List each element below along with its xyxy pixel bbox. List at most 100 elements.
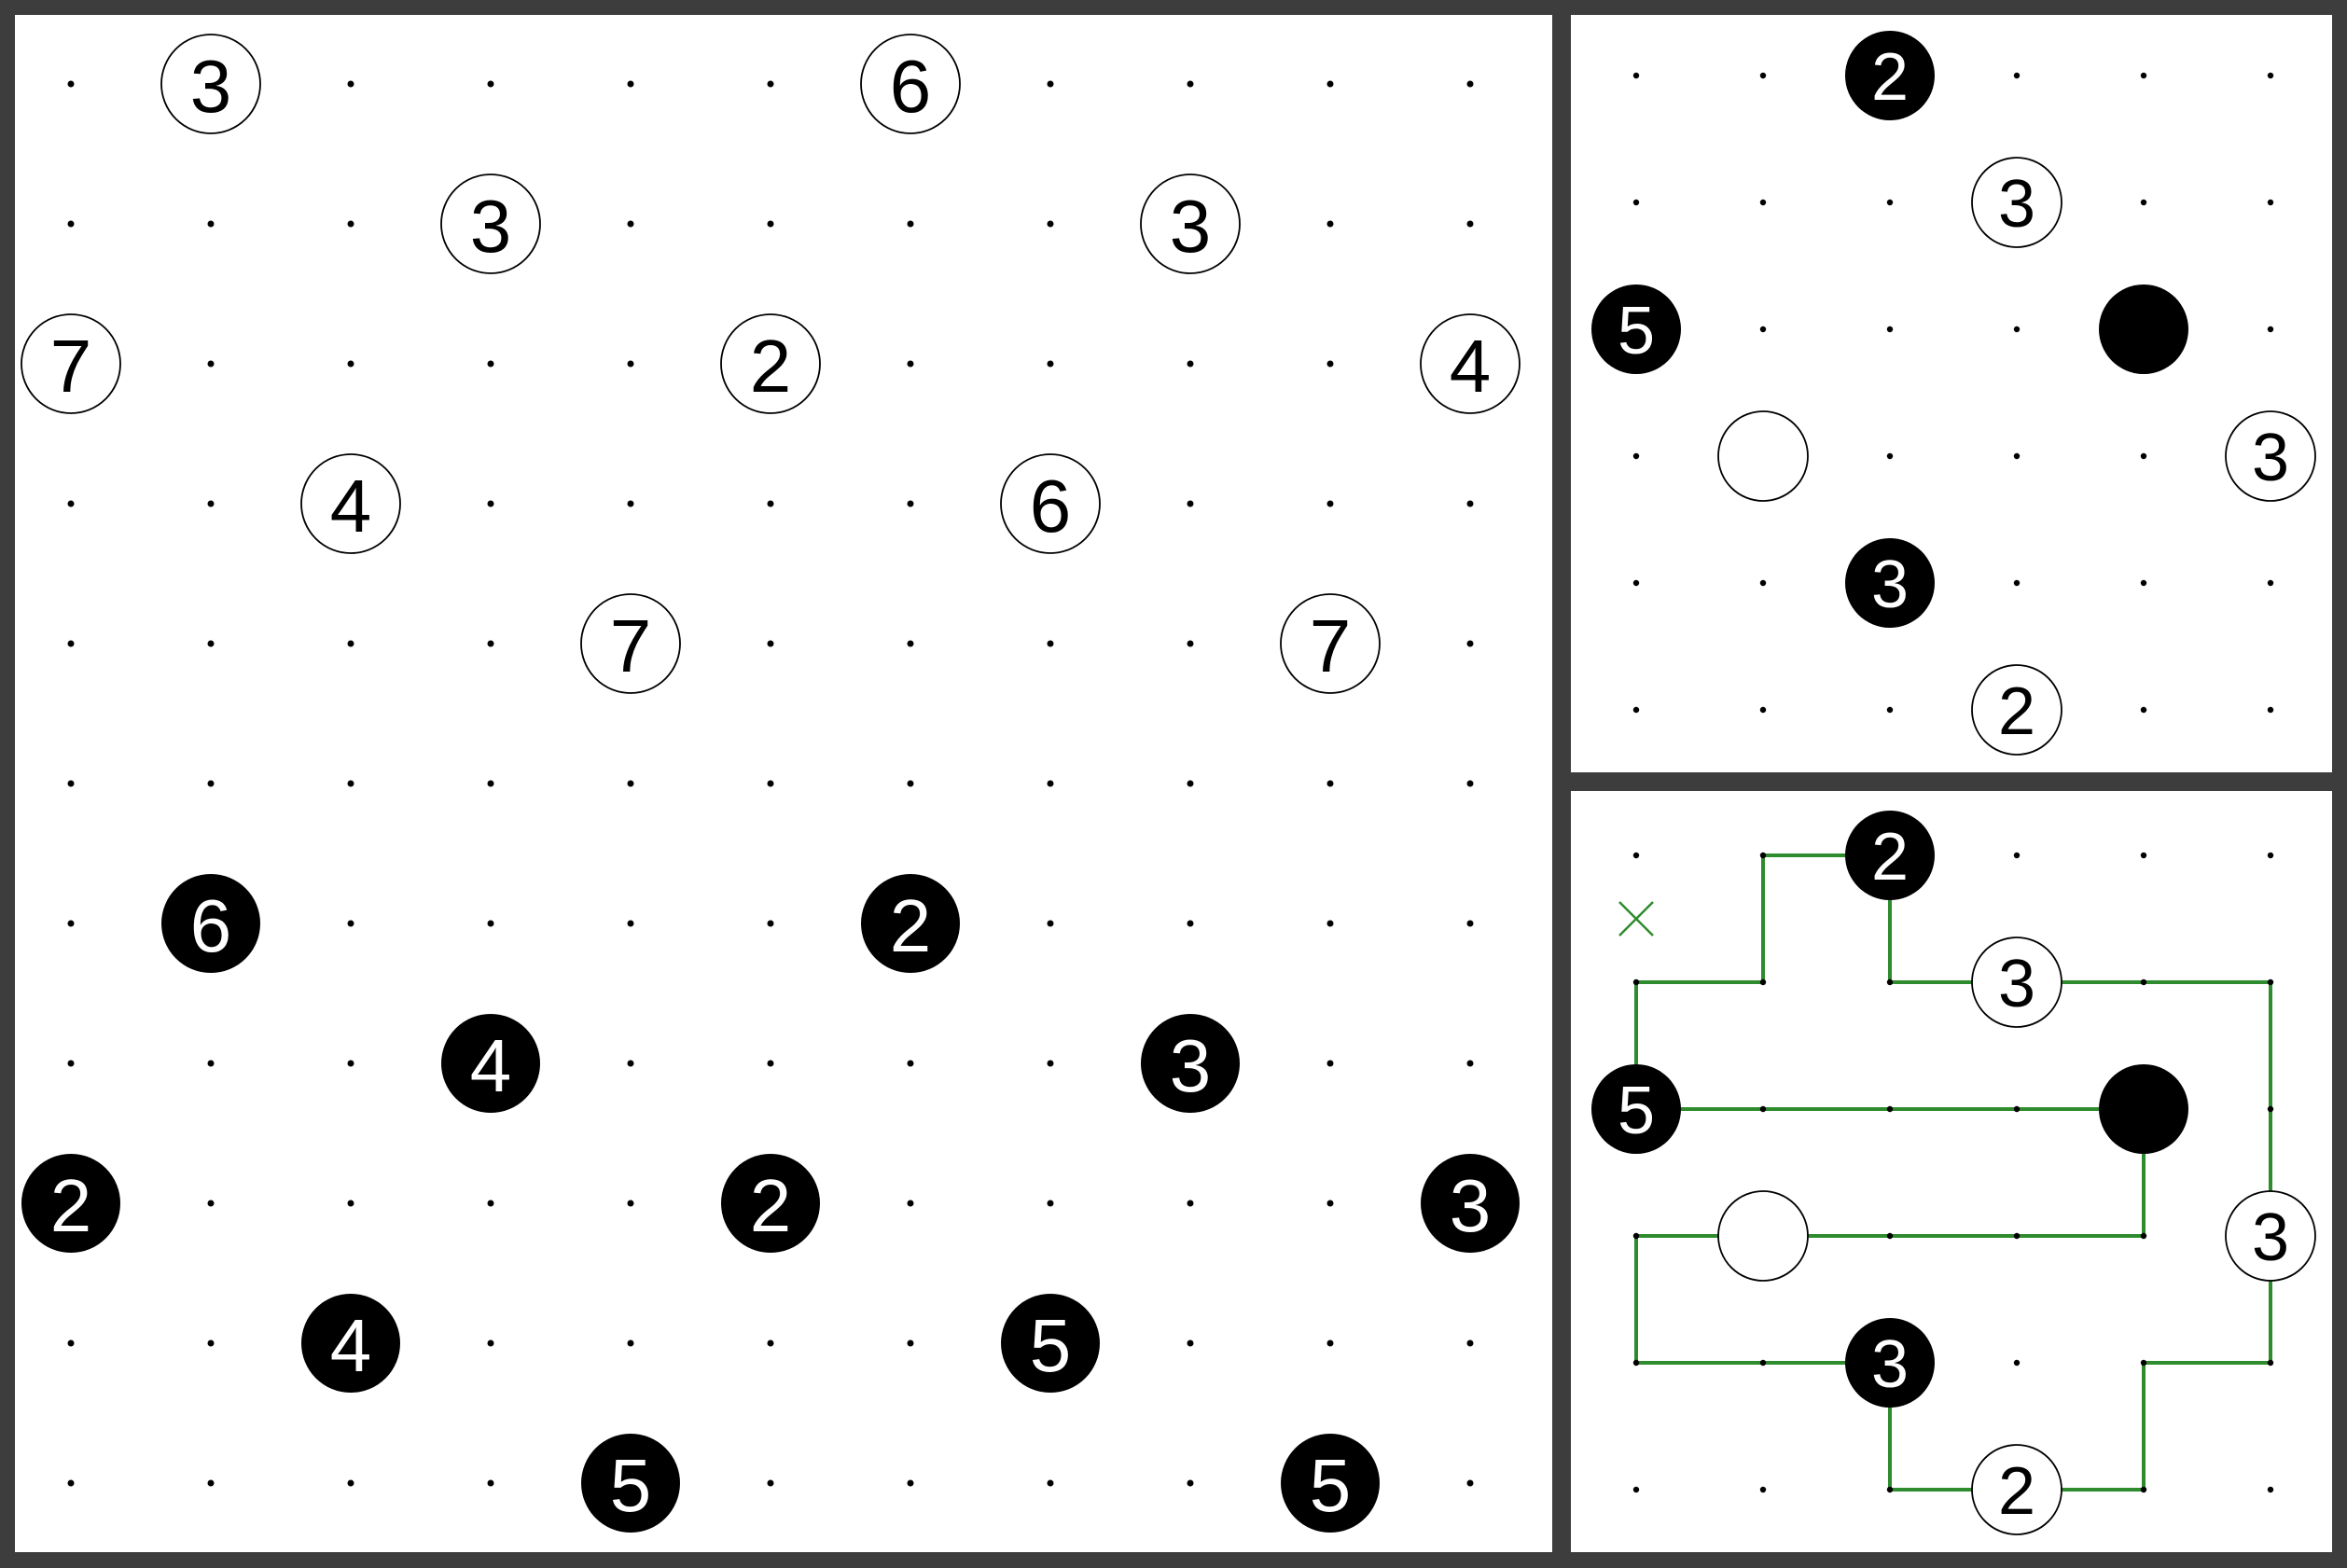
black-pearl-clue[interactable] <box>2099 1064 2188 1154</box>
grid-dot[interactable] <box>2140 579 2147 587</box>
grid-dot[interactable] <box>2013 1232 2021 1240</box>
grid-dot[interactable] <box>767 500 774 507</box>
grid-dot[interactable] <box>1187 1339 1194 1347</box>
black-pearl-clue[interactable]: 5 <box>581 1434 680 1533</box>
grid-dot[interactable] <box>1466 80 1474 88</box>
grid-dot[interactable] <box>67 780 75 787</box>
grid-dot[interactable] <box>487 780 494 787</box>
grid-dot[interactable] <box>627 360 634 368</box>
grid-dot[interactable] <box>627 220 634 228</box>
grid-dot[interactable] <box>1047 640 1054 647</box>
grid-dot[interactable] <box>627 920 634 927</box>
grid-dot[interactable] <box>1187 500 1194 507</box>
white-pearl-clue[interactable]: 3 <box>1971 157 2062 248</box>
grid-dot[interactable] <box>1759 1486 1767 1493</box>
grid-dot[interactable] <box>907 1060 914 1067</box>
grid-dot[interactable] <box>1632 579 1640 587</box>
black-pearl-clue[interactable]: 3 <box>1845 538 1935 628</box>
grid-dot[interactable] <box>1886 1105 1894 1113</box>
grid-dot[interactable] <box>1632 72 1640 79</box>
grid-dot[interactable] <box>2140 978 2147 986</box>
grid-dot[interactable] <box>1047 220 1054 228</box>
grid-dot[interactable] <box>1632 452 1640 460</box>
grid-dot[interactable] <box>1466 780 1474 787</box>
grid-dot[interactable] <box>207 220 215 228</box>
grid-dot[interactable] <box>1187 640 1194 647</box>
grid-dot[interactable] <box>2267 72 2274 79</box>
grid-dot[interactable] <box>67 1060 75 1067</box>
grid-dot[interactable] <box>207 500 215 507</box>
grid-dot[interactable] <box>487 360 494 368</box>
grid-dot[interactable] <box>2140 1486 2147 1493</box>
grid-dot[interactable] <box>907 220 914 228</box>
white-pearl-clue[interactable]: 4 <box>300 453 401 554</box>
white-pearl-clue[interactable]: 7 <box>1280 593 1381 694</box>
white-pearl-clue[interactable]: 3 <box>2225 410 2316 502</box>
grid-dot[interactable] <box>487 500 494 507</box>
white-pearl-clue[interactable]: 2 <box>720 313 821 414</box>
black-pearl-clue[interactable]: 4 <box>301 1294 400 1393</box>
grid-dot[interactable] <box>1466 1060 1474 1067</box>
grid-dot[interactable] <box>1466 640 1474 647</box>
grid-dot[interactable] <box>487 920 494 927</box>
grid-dot[interactable] <box>1187 920 1194 927</box>
grid-dot[interactable] <box>1759 706 1767 714</box>
grid-dot[interactable] <box>1632 199 1640 206</box>
grid-dot[interactable] <box>1326 780 1334 787</box>
grid-dot[interactable] <box>1047 920 1054 927</box>
white-pearl-clue[interactable]: 3 <box>2225 1190 2316 1282</box>
grid-dot[interactable] <box>2140 1232 2147 1240</box>
grid-dot[interactable] <box>1047 80 1054 88</box>
grid-dot[interactable] <box>1326 1060 1334 1067</box>
black-pearl-clue[interactable]: 3 <box>1421 1154 1520 1253</box>
white-pearl-clue[interactable] <box>1717 410 1809 502</box>
grid-dot[interactable] <box>67 1339 75 1347</box>
grid-dot[interactable] <box>1759 1105 1767 1113</box>
grid-dot[interactable] <box>1187 780 1194 787</box>
grid-dot[interactable] <box>1326 80 1334 88</box>
grid-dot[interactable] <box>1326 220 1334 228</box>
white-pearl-clue[interactable]: 4 <box>1420 313 1521 414</box>
grid-dot[interactable] <box>1886 1486 1894 1493</box>
grid-dot[interactable] <box>1886 326 1894 333</box>
grid-dot[interactable] <box>627 500 634 507</box>
grid-dot[interactable] <box>67 1479 75 1487</box>
grid-dot[interactable] <box>1886 199 1894 206</box>
black-pearl-clue[interactable]: 5 <box>1281 1434 1380 1533</box>
grid-dot[interactable] <box>487 80 494 88</box>
grid-dot[interactable] <box>1632 978 1640 986</box>
grid-dot[interactable] <box>347 80 354 88</box>
grid-dot[interactable] <box>1759 978 1767 986</box>
grid-dot[interactable] <box>1047 1479 1054 1487</box>
grid-dot[interactable] <box>347 1060 354 1067</box>
grid-dot[interactable] <box>1326 1339 1334 1347</box>
grid-dot[interactable] <box>1466 920 1474 927</box>
grid-dot[interactable] <box>767 1479 774 1487</box>
grid-dot[interactable] <box>767 1060 774 1067</box>
black-pearl-clue[interactable] <box>2099 284 2188 374</box>
black-pearl-clue[interactable]: 4 <box>441 1014 540 1113</box>
grid-dot[interactable] <box>347 920 354 927</box>
grid-dot[interactable] <box>2013 72 2021 79</box>
grid-dot[interactable] <box>67 640 75 647</box>
grid-dot[interactable] <box>2267 706 2274 714</box>
grid-dot[interactable] <box>1047 360 1054 368</box>
grid-dot[interactable] <box>907 360 914 368</box>
grid-dot[interactable] <box>1632 1232 1640 1240</box>
grid-dot[interactable] <box>2140 72 2147 79</box>
white-pearl-clue[interactable]: 2 <box>1971 1444 2062 1535</box>
grid-dot[interactable] <box>1886 706 1894 714</box>
grid-dot[interactable] <box>347 640 354 647</box>
grid-dot[interactable] <box>1759 852 1767 859</box>
grid-dot[interactable] <box>207 1060 215 1067</box>
white-pearl-clue[interactable]: 3 <box>160 34 261 134</box>
grid-dot[interactable] <box>1632 1486 1640 1493</box>
grid-dot[interactable] <box>627 1339 634 1347</box>
grid-dot[interactable] <box>1759 199 1767 206</box>
grid-dot[interactable] <box>1759 579 1767 587</box>
grid-dot[interactable] <box>2140 199 2147 206</box>
grid-dot[interactable] <box>2013 326 2021 333</box>
grid-dot[interactable] <box>487 1200 494 1207</box>
